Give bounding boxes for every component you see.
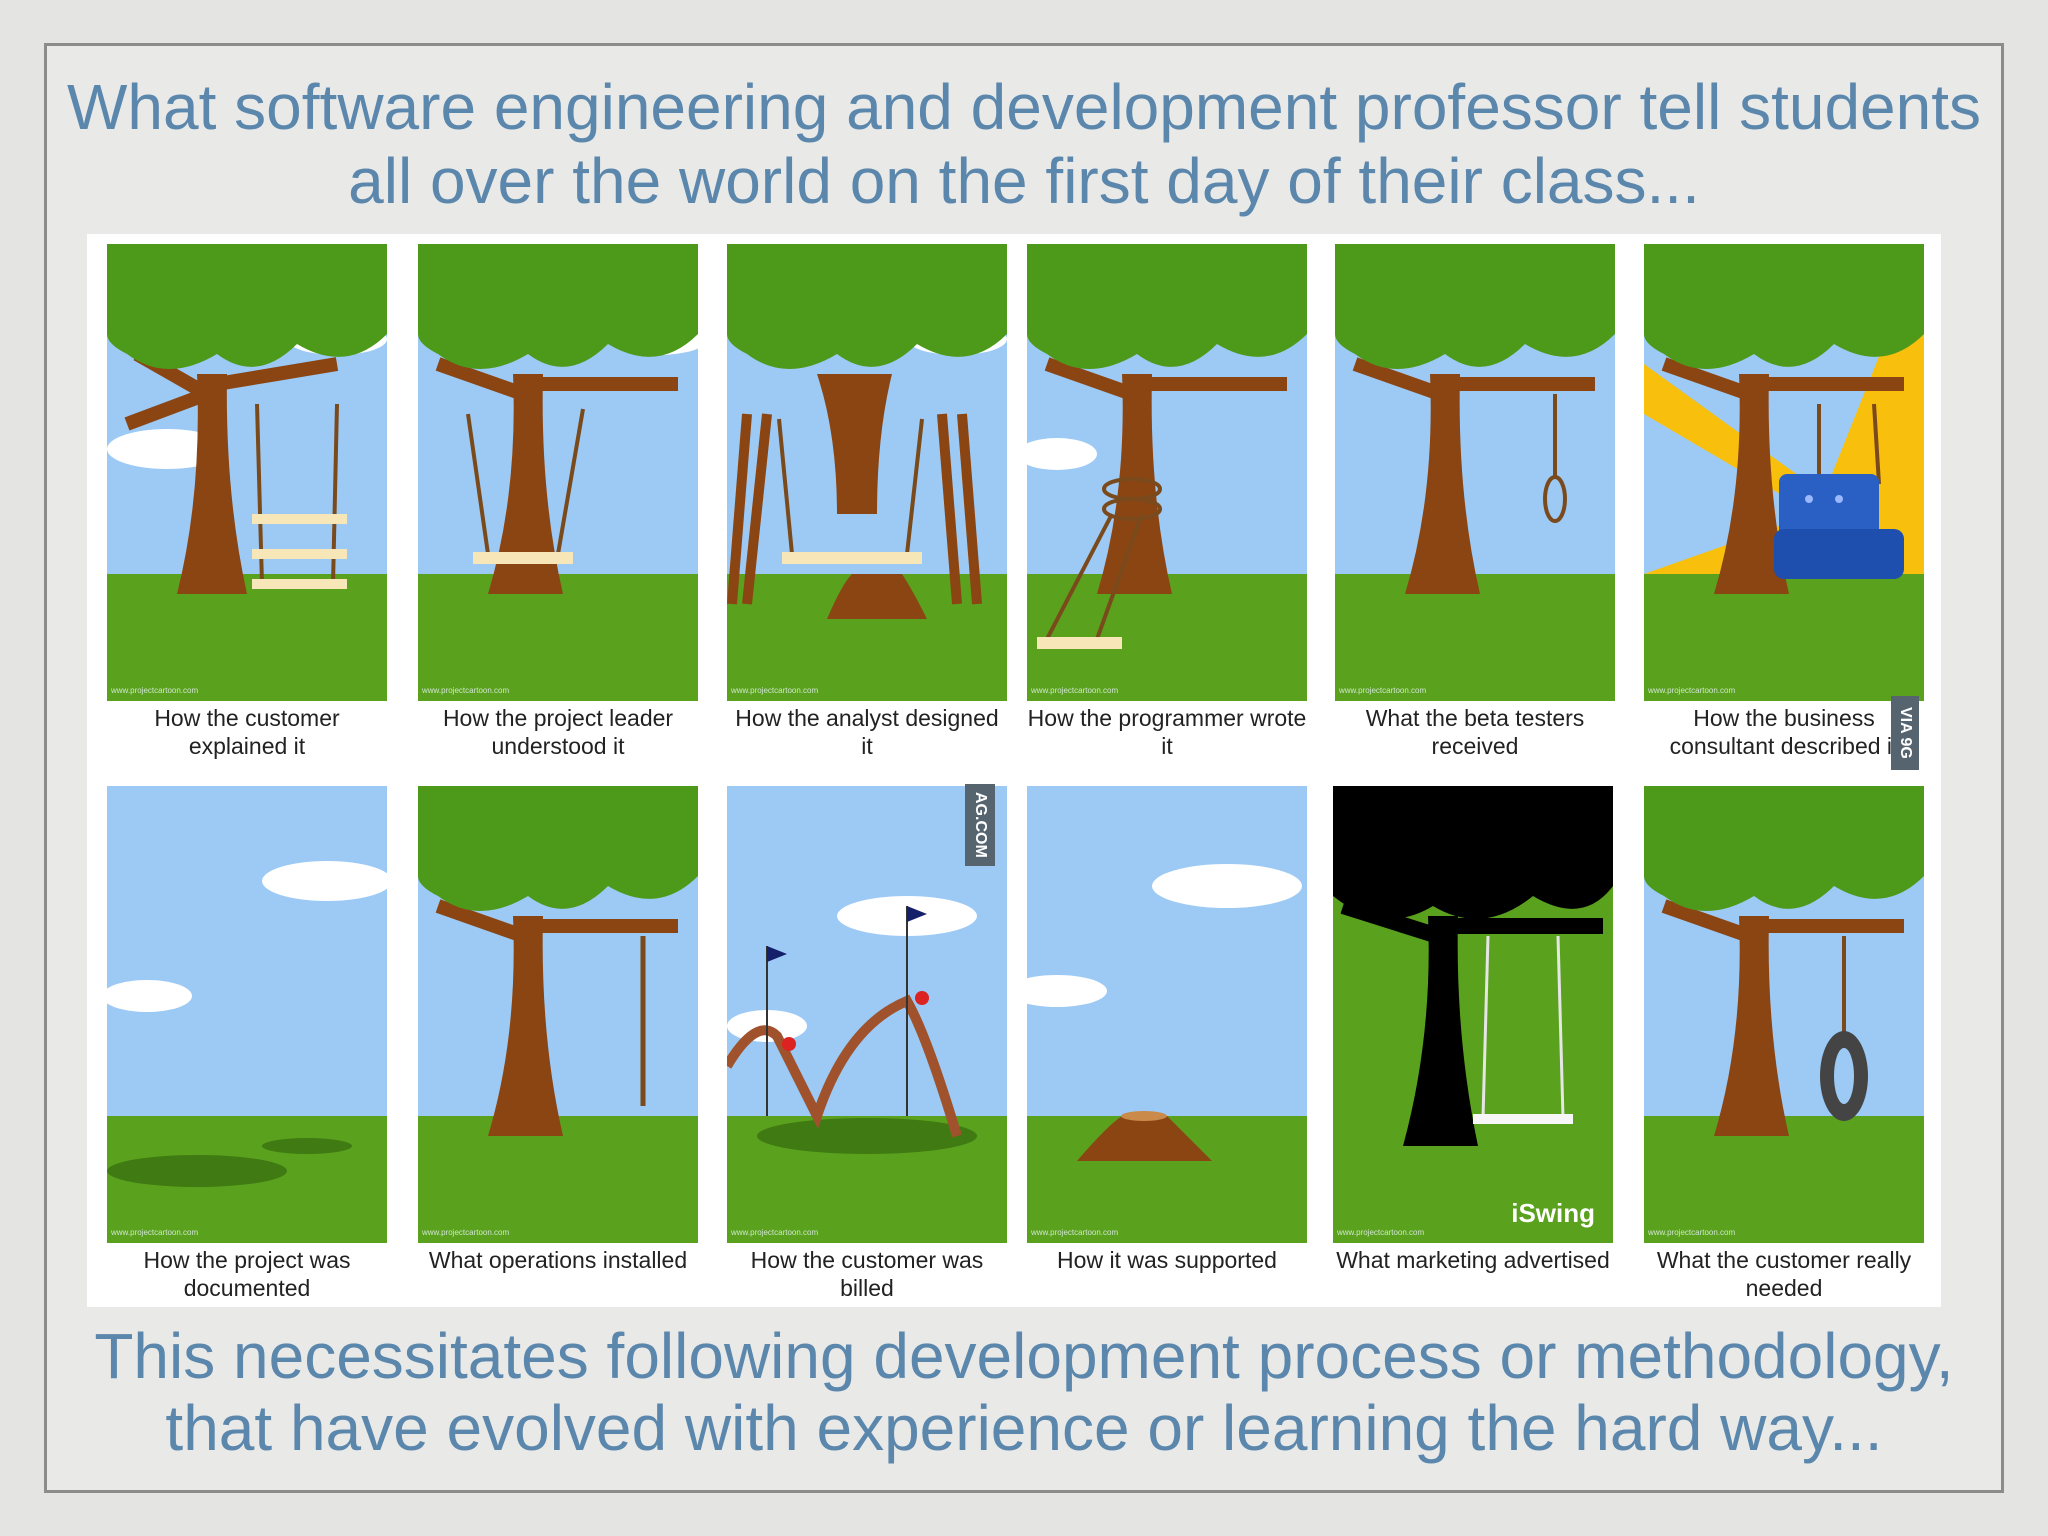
panel-image-analyst	[727, 244, 1007, 701]
credit-text: www.projectcartoon.com	[1031, 1228, 1119, 1237]
panel-programmer-wrote: www.projectcartoon.com How the programme…	[1027, 244, 1307, 760]
caption: What operations installed	[428, 1247, 688, 1273]
credit-text: www.projectcartoon.com	[731, 686, 819, 695]
panel-marketing-advertised: iSwing www.projectcartoon.com What marke…	[1333, 786, 1613, 1274]
caption: How the project leader understood it	[442, 705, 674, 759]
panel-image-marketing	[1333, 786, 1613, 1243]
credit-text: www.projectcartoon.com	[731, 1228, 819, 1237]
panel-image-documented	[107, 786, 387, 1243]
credit-text: www.projectcartoon.com	[1031, 686, 1119, 695]
caption: How the analyst designed it	[735, 705, 999, 759]
caption: How the project was documented	[143, 1247, 351, 1301]
slide-title: What software engineering and developmen…	[67, 71, 1981, 217]
caption: How the customer explained it	[154, 705, 340, 759]
caption: What the beta testers received	[1365, 705, 1585, 759]
credit-text: www.projectcartoon.com	[111, 686, 199, 695]
watermark-label: AG.COM	[965, 784, 995, 866]
credit-text: www.projectcartoon.com	[1337, 1228, 1425, 1237]
panel-image-consultant	[1644, 244, 1924, 701]
caption: How the business consultant described it	[1669, 705, 1899, 759]
caption: How it was supported	[1057, 1247, 1277, 1273]
credit-text: www.projectcartoon.com	[1648, 1228, 1736, 1237]
panel-supported: www.projectcartoon.com How it was suppor…	[1027, 786, 1307, 1274]
panel-customer-billed: www.projectcartoon.com How the customer …	[727, 786, 1007, 1302]
caption: What the customer really needed	[1656, 1247, 1912, 1301]
credit-text: www.projectcartoon.com	[1339, 686, 1427, 695]
slide-footer: This necessitates following development …	[94, 1320, 1954, 1464]
panel-image-customer-explained	[107, 244, 387, 701]
caption: What marketing advertised	[1336, 1247, 1610, 1273]
credit-text: www.projectcartoon.com	[422, 686, 510, 695]
panel-operations-installed: www.projectcartoon.com What operations i…	[418, 786, 698, 1274]
panel-analyst-designed: www.projectcartoon.com How the analyst d…	[727, 244, 1007, 760]
panel-beta-testers-received: www.projectcartoon.com What the beta tes…	[1335, 244, 1615, 760]
caption: How the programmer wrote it	[1027, 705, 1307, 759]
panel-image-billed	[727, 786, 1007, 1243]
panel-image-operations	[418, 786, 698, 1243]
panel-image-programmer	[1027, 244, 1307, 701]
panel-image-really-needed	[1644, 786, 1924, 1243]
caption: How the customer was billed	[750, 1247, 984, 1301]
panel-image-project-leader	[418, 244, 698, 701]
iswing-label: iSwing	[1511, 1198, 1595, 1228]
panel-customer-explained: www.projectcartoon.com How the customer …	[107, 244, 387, 760]
panel-image-beta-testers	[1335, 244, 1615, 701]
credit-text: www.projectcartoon.com	[111, 1228, 199, 1237]
panel-business-consultant: www.projectcartoon.com How the business …	[1644, 244, 1924, 760]
credit-text: www.projectcartoon.com	[422, 1228, 510, 1237]
panel-project-documented: www.projectcartoon.com How the project w…	[107, 786, 387, 1302]
panel-customer-really-needed: www.projectcartoon.com What the customer…	[1644, 786, 1924, 1302]
credit-text: www.projectcartoon.com	[1648, 686, 1736, 695]
panel-image-supported	[1027, 786, 1307, 1243]
watermark-label: VIA 9G	[1891, 696, 1919, 770]
panel-project-leader-understood: www.projectcartoon.com How the project l…	[418, 244, 698, 760]
comic-strip: www.projectcartoon.com How the customer …	[87, 234, 1941, 1307]
